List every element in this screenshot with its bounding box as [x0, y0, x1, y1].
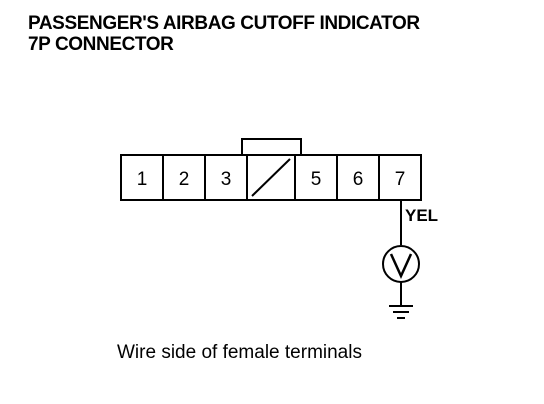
- wire-color-label: YEL: [405, 206, 438, 225]
- diagram-caption: Wire side of female terminals: [117, 342, 362, 363]
- voltmeter-icon: [382, 245, 420, 283]
- pin-3-label: 3: [221, 169, 232, 190]
- pin-5-label: 5: [311, 169, 322, 190]
- pin-1-label: 1: [137, 169, 148, 190]
- title-line-2: 7P CONNECTOR: [28, 34, 174, 55]
- pin-2-label: 2: [179, 169, 190, 190]
- title-line-1: PASSENGER'S AIRBAG CUTOFF INDICATOR: [28, 13, 420, 34]
- connector-lock-tab: [241, 138, 302, 156]
- cavity-dividers: [162, 155, 380, 200]
- diagram-title: PASSENGER'S AIRBAG CUTOFF INDICATOR 7P C…: [28, 13, 420, 55]
- pin-7-label: 7: [395, 169, 406, 190]
- unused-cavity-slash: [251, 158, 291, 197]
- connector-body: [120, 154, 422, 201]
- pin-6-label: 6: [353, 169, 364, 190]
- ground-icon: [389, 305, 413, 319]
